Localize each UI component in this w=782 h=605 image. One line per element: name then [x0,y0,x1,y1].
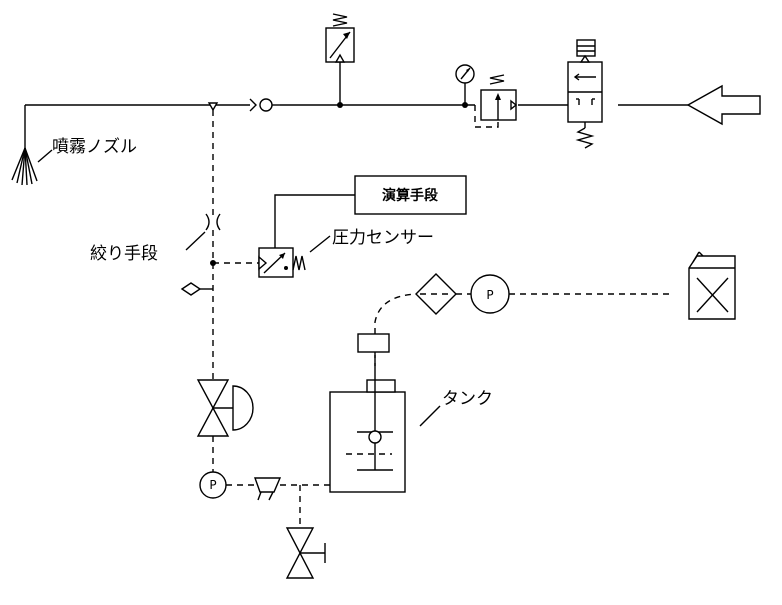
canister-icon [688,251,736,320]
check-valve-icon [249,98,280,112]
tank-leader [419,405,441,427]
filter-icon [415,273,457,315]
junction-dot [462,102,468,108]
compute-box: 演算手段 [354,175,467,215]
svg-text:P: P [209,478,216,492]
drain-valve-icon [285,527,326,579]
throttle-icon [205,213,221,231]
pressure-sensor-leader [309,235,331,253]
tank-icon [329,355,406,493]
junction-dot [337,102,343,108]
hose-line [374,293,417,334]
solenoid-valve-icon [567,39,603,149]
strainer-icon [254,477,282,501]
junction-marker [207,102,219,112]
tank-label: タンク [442,389,493,409]
nozzle-leader [37,149,53,163]
svg-text:P: P [486,288,493,302]
nozzle-label: 噴霧ノズル [52,137,137,157]
junction-dot [210,260,216,266]
spray-nozzle-icon [11,147,38,186]
pressure-gauge-icon [455,64,475,105]
dashed-branch-line [200,110,330,528]
throttle-label: 絞り手段 [90,244,158,264]
throttle-leader [185,231,206,251]
diaphragm-valve-icon [196,379,254,437]
diamond-indicator-icon [180,282,202,296]
air-inlet-arrow-icon [686,84,761,126]
pump-icon: P [470,274,510,314]
relief-valve-icon [325,13,355,105]
pressure-regulator-icon [474,74,518,128]
pressure-sensor-label: 圧力センサー [332,228,434,248]
signal-line [274,194,355,248]
pump-icon: P [199,471,227,499]
pressure-sensor-icon [258,247,306,278]
compute-label: 演算手段 [382,187,438,204]
tank-connector-icon [357,333,390,353]
